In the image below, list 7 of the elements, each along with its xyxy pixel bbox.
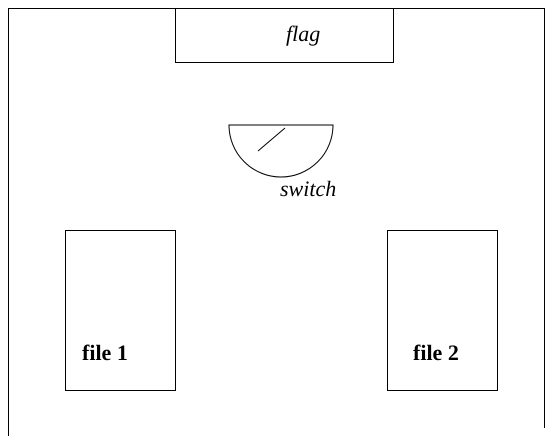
file-label: file 1 — [82, 342, 128, 364]
flag-label: flag — [286, 23, 320, 45]
flag-box — [175, 8, 394, 63]
file-box — [65, 230, 176, 391]
file-box — [387, 230, 498, 391]
switch-label: switch — [280, 178, 336, 200]
file-label: file 2 — [413, 342, 459, 364]
